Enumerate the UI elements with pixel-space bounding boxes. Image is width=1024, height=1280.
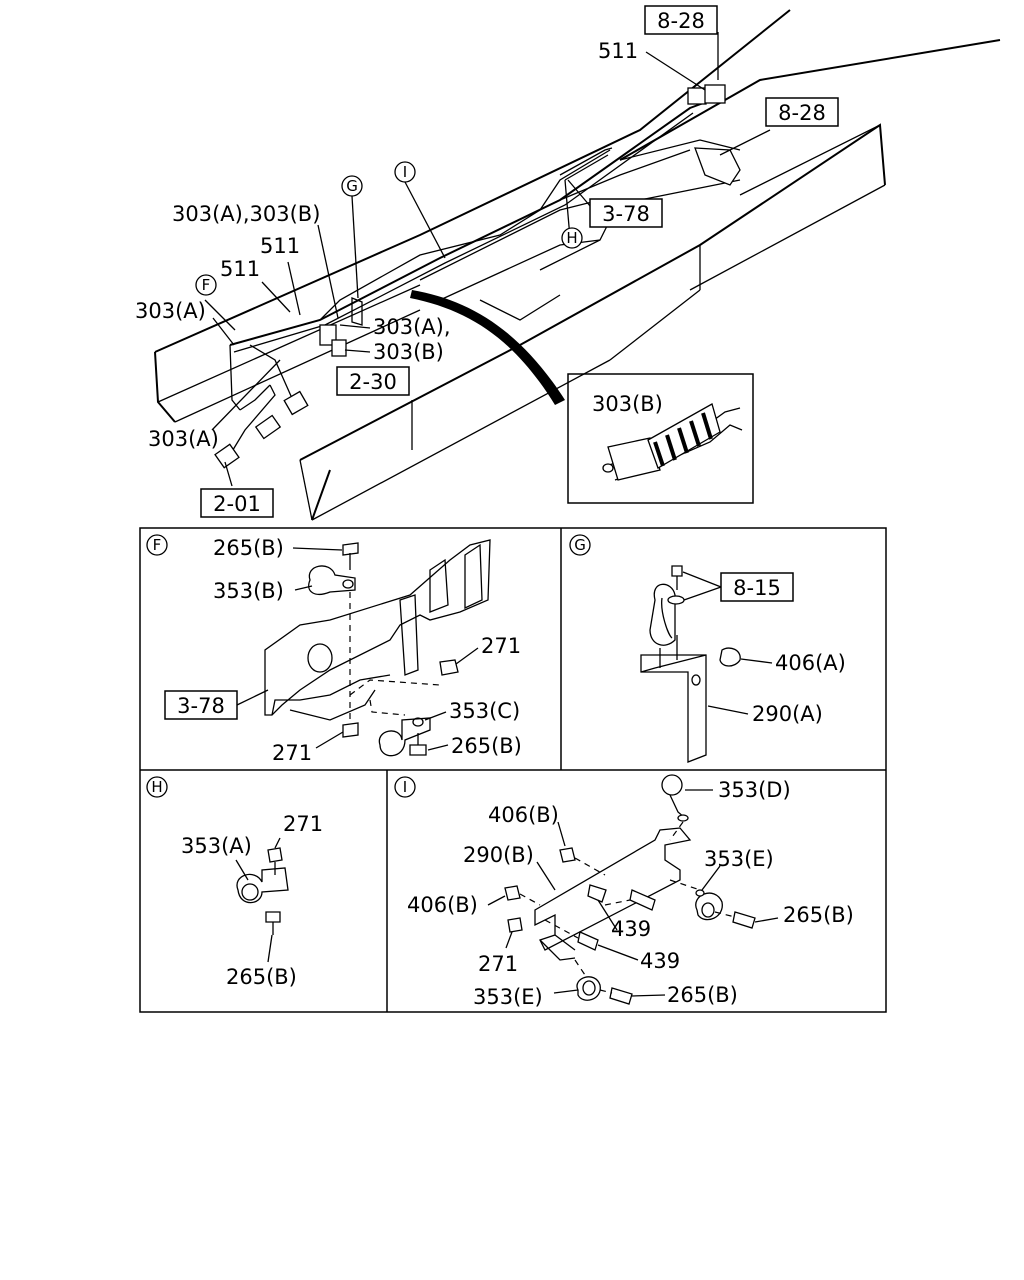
inset-label: 303(B)	[592, 392, 663, 416]
part-label: 271	[481, 634, 521, 658]
part-label: 406(B)	[407, 893, 478, 917]
part-label: 265(B)	[667, 983, 738, 1007]
part-label: 271	[272, 741, 312, 765]
part-label: 353(D)	[718, 778, 791, 802]
svg-text:G: G	[346, 177, 358, 195]
ref-box-3-78-main[interactable]: 3-78	[589, 198, 663, 228]
panel-i: I	[394, 774, 854, 1009]
part-label: 303(A)	[148, 427, 219, 451]
part-label: 353(B)	[213, 579, 284, 603]
callout-arrow	[410, 290, 565, 405]
wiring-harness	[214, 84, 741, 469]
ref-box-label: 3-78	[602, 202, 650, 226]
svg-text:I: I	[403, 163, 407, 181]
part-label: 290(B)	[463, 843, 534, 867]
part-label: 353(E)	[473, 985, 543, 1009]
part-label: 439	[640, 949, 680, 973]
ref-box-label: 8-15	[733, 576, 781, 600]
panel-f: F 3-78 2	[146, 534, 522, 765]
ref-box-label: 8-28	[657, 9, 705, 33]
frame-rail-right	[519, 39, 1001, 361]
panel-h-mark: H	[146, 776, 168, 798]
svg-text:F: F	[153, 536, 162, 554]
inset-tape-detail: 303(B)	[567, 373, 754, 504]
part-label: 353(C)	[449, 699, 520, 723]
part-label: 303(A),303(B)	[172, 202, 320, 226]
ref-box-label: 8-28	[778, 101, 826, 125]
leader-lines	[204, 32, 771, 487]
part-label: 511	[220, 257, 260, 281]
ref-box-label: 3-78	[177, 694, 225, 718]
panel-g-mark: G	[569, 534, 591, 556]
cross-members	[419, 139, 741, 321]
panel-h: H 353(A) 271 265(B)	[146, 776, 323, 989]
detail-mark-g[interactable]: G	[341, 175, 363, 197]
detail-panels-frame	[139, 527, 887, 1013]
part-label: 303(B)	[373, 340, 444, 364]
part-label: 303(A),	[373, 315, 451, 339]
part-label: 406(B)	[488, 803, 559, 827]
frame-rail-left	[154, 9, 791, 521]
part-label: 290(A)	[752, 702, 823, 726]
part-label: 511	[260, 234, 300, 258]
svg-text:H: H	[566, 229, 577, 247]
tape-stripes	[653, 412, 713, 467]
ref-box-label: 2-01	[213, 492, 261, 516]
part-label: 271	[478, 952, 518, 976]
main-view: 8-28 8-28 3-78 2-30 2-01 511 303(A),303(…	[135, 5, 1001, 521]
ref-box-8-28-right[interactable]: 8-28	[765, 97, 839, 127]
part-label: 303(A)	[135, 299, 206, 323]
svg-text:I: I	[403, 778, 407, 796]
part-label: 406(A)	[775, 651, 846, 675]
svg-text:F: F	[202, 276, 211, 294]
part-label: 265(B)	[213, 536, 284, 560]
panel-f-mark: F	[146, 534, 168, 556]
panel-g: G 8-15 406(A) 290(A)	[569, 534, 846, 763]
panel-i-mark: I	[394, 776, 416, 798]
part-label: 439	[611, 917, 651, 941]
svg-text:G: G	[574, 536, 586, 554]
detail-mark-i[interactable]: I	[394, 161, 416, 183]
part-label: 265(B)	[226, 965, 297, 989]
ref-box-8-28-top[interactable]: 8-28	[644, 5, 718, 35]
ref-box-2-01[interactable]: 2-01	[200, 488, 274, 518]
part-label: 265(B)	[783, 903, 854, 927]
part-label: 511	[598, 39, 638, 63]
part-label: 265(B)	[451, 734, 522, 758]
ref-box-2-30[interactable]: 2-30	[336, 366, 410, 396]
svg-text:H: H	[151, 778, 162, 796]
ref-box-label: 2-30	[349, 370, 397, 394]
detail-mark-f[interactable]: F	[195, 274, 217, 296]
ref-box-8-15[interactable]: 8-15	[720, 572, 794, 602]
part-label: 353(A)	[181, 834, 252, 858]
detail-mark-h[interactable]: H	[561, 227, 583, 249]
part-label: 271	[283, 812, 323, 836]
ref-box-3-78-panel-f[interactable]: 3-78	[164, 690, 238, 720]
part-label: 353(E)	[704, 847, 774, 871]
